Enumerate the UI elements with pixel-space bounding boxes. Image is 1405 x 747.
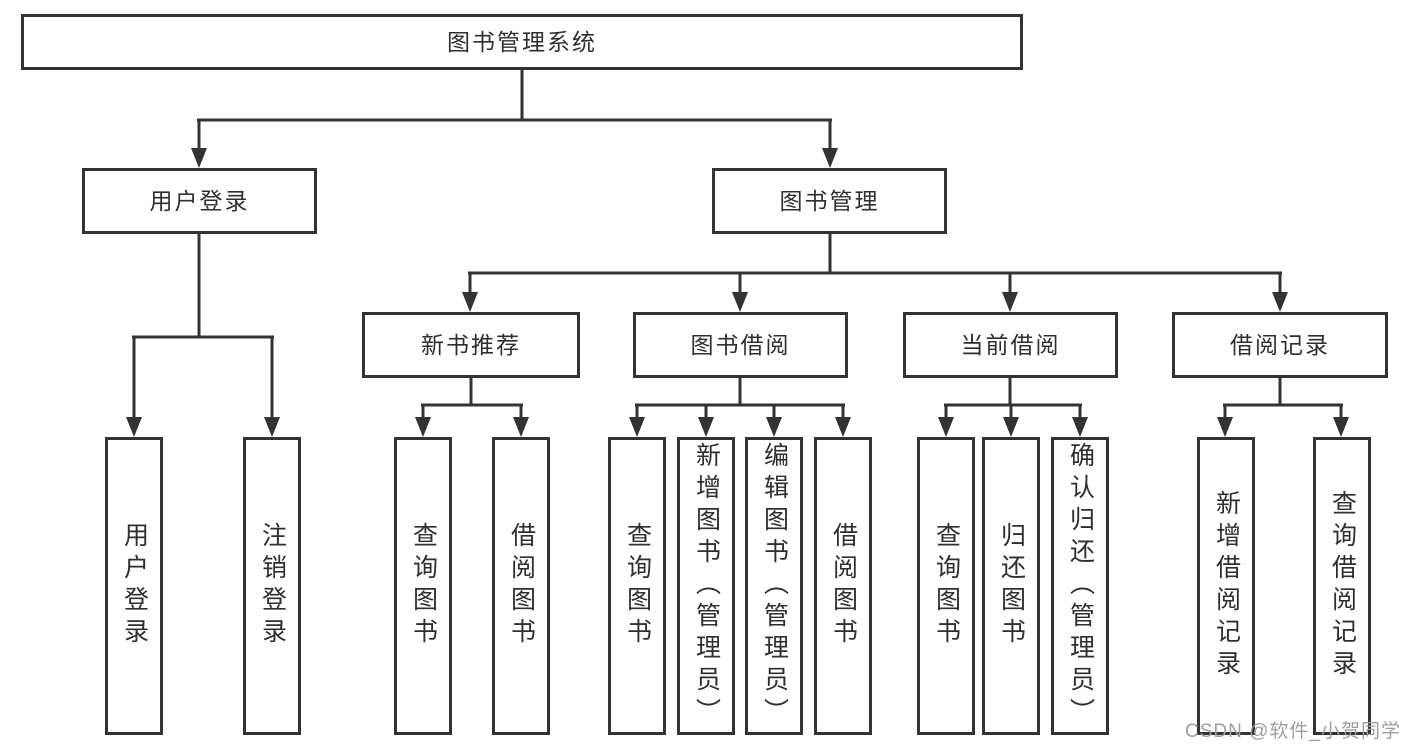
- watermark: CSDN @软件_小贺同学: [1185, 721, 1401, 742]
- leaf-edit-books-admin-label: 编辑图书（管理员）: [760, 442, 789, 730]
- leaf-query-borrow-record-label: 查询借阅记录: [1328, 490, 1357, 682]
- leaf-query-books-borrowing: 查询图书: [608, 437, 666, 735]
- leaf-logout-label: 注销登录: [258, 522, 287, 650]
- node-current-borrowing: 当前借阅: [903, 312, 1118, 378]
- node-new-book-recommendation: 新书推荐: [362, 312, 580, 378]
- leaf-user-login: 用户登录: [105, 437, 163, 735]
- node-borrowing-records: 借阅记录: [1172, 312, 1388, 378]
- leaf-user-login-label: 用户登录: [120, 522, 149, 650]
- leaf-borrow-books-borrowing: 借阅图书: [814, 437, 872, 735]
- node-borrowing-records-label: 借阅记录: [1230, 331, 1330, 358]
- leaf-borrow-books-recommend: 借阅图书: [492, 437, 550, 735]
- leaf-query-books-current-label: 查询图书: [932, 522, 961, 650]
- leaf-return-books: 归还图书: [982, 437, 1040, 735]
- leaf-confirm-return-admin: 确认归还（管理员）: [1051, 437, 1109, 735]
- leaf-add-books-admin-label: 新增图书（管理员）: [692, 442, 721, 730]
- node-new-book-recommendation-label: 新书推荐: [421, 331, 521, 358]
- leaf-query-books-recommend: 查询图书: [394, 437, 452, 735]
- leaf-add-borrow-record-label: 新增借阅记录: [1212, 490, 1241, 682]
- leaf-edit-books-admin: 编辑图书（管理员）: [745, 437, 803, 735]
- connector-arrowheads: [126, 148, 1349, 437]
- node-book-management: 图书管理: [712, 168, 947, 234]
- node-root: 图书管理系统: [21, 14, 1023, 70]
- leaf-add-books-admin: 新增图书（管理员）: [677, 437, 735, 735]
- leaf-borrow-books-recommend-label: 借阅图书: [507, 522, 536, 650]
- leaf-query-borrow-record: 查询借阅记录: [1313, 437, 1371, 735]
- leaf-add-borrow-record: 新增借阅记录: [1197, 437, 1255, 735]
- leaf-return-books-label: 归还图书: [997, 522, 1026, 650]
- node-book-management-label: 图书管理: [779, 187, 880, 214]
- node-book-borrowing-label: 图书借阅: [690, 331, 791, 358]
- node-user-login: 用户登录: [82, 168, 317, 234]
- leaf-borrow-books-borrowing-label: 借阅图书: [829, 522, 858, 650]
- leaf-confirm-return-admin-label: 确认归还（管理员）: [1066, 442, 1095, 730]
- node-current-borrowing-label: 当前借阅: [960, 331, 1061, 358]
- leaf-query-books-borrowing-label: 查询图书: [623, 522, 652, 650]
- leaf-query-books-current: 查询图书: [917, 437, 975, 735]
- leaf-query-books-recommend-label: 查询图书: [409, 522, 438, 650]
- leaf-logout: 注销登录: [243, 437, 301, 735]
- connector-paths: [132, 69, 1343, 421]
- node-user-login-label: 用户登录: [149, 187, 250, 214]
- node-book-borrowing: 图书借阅: [633, 312, 848, 378]
- node-root-label: 图书管理系统: [447, 28, 597, 55]
